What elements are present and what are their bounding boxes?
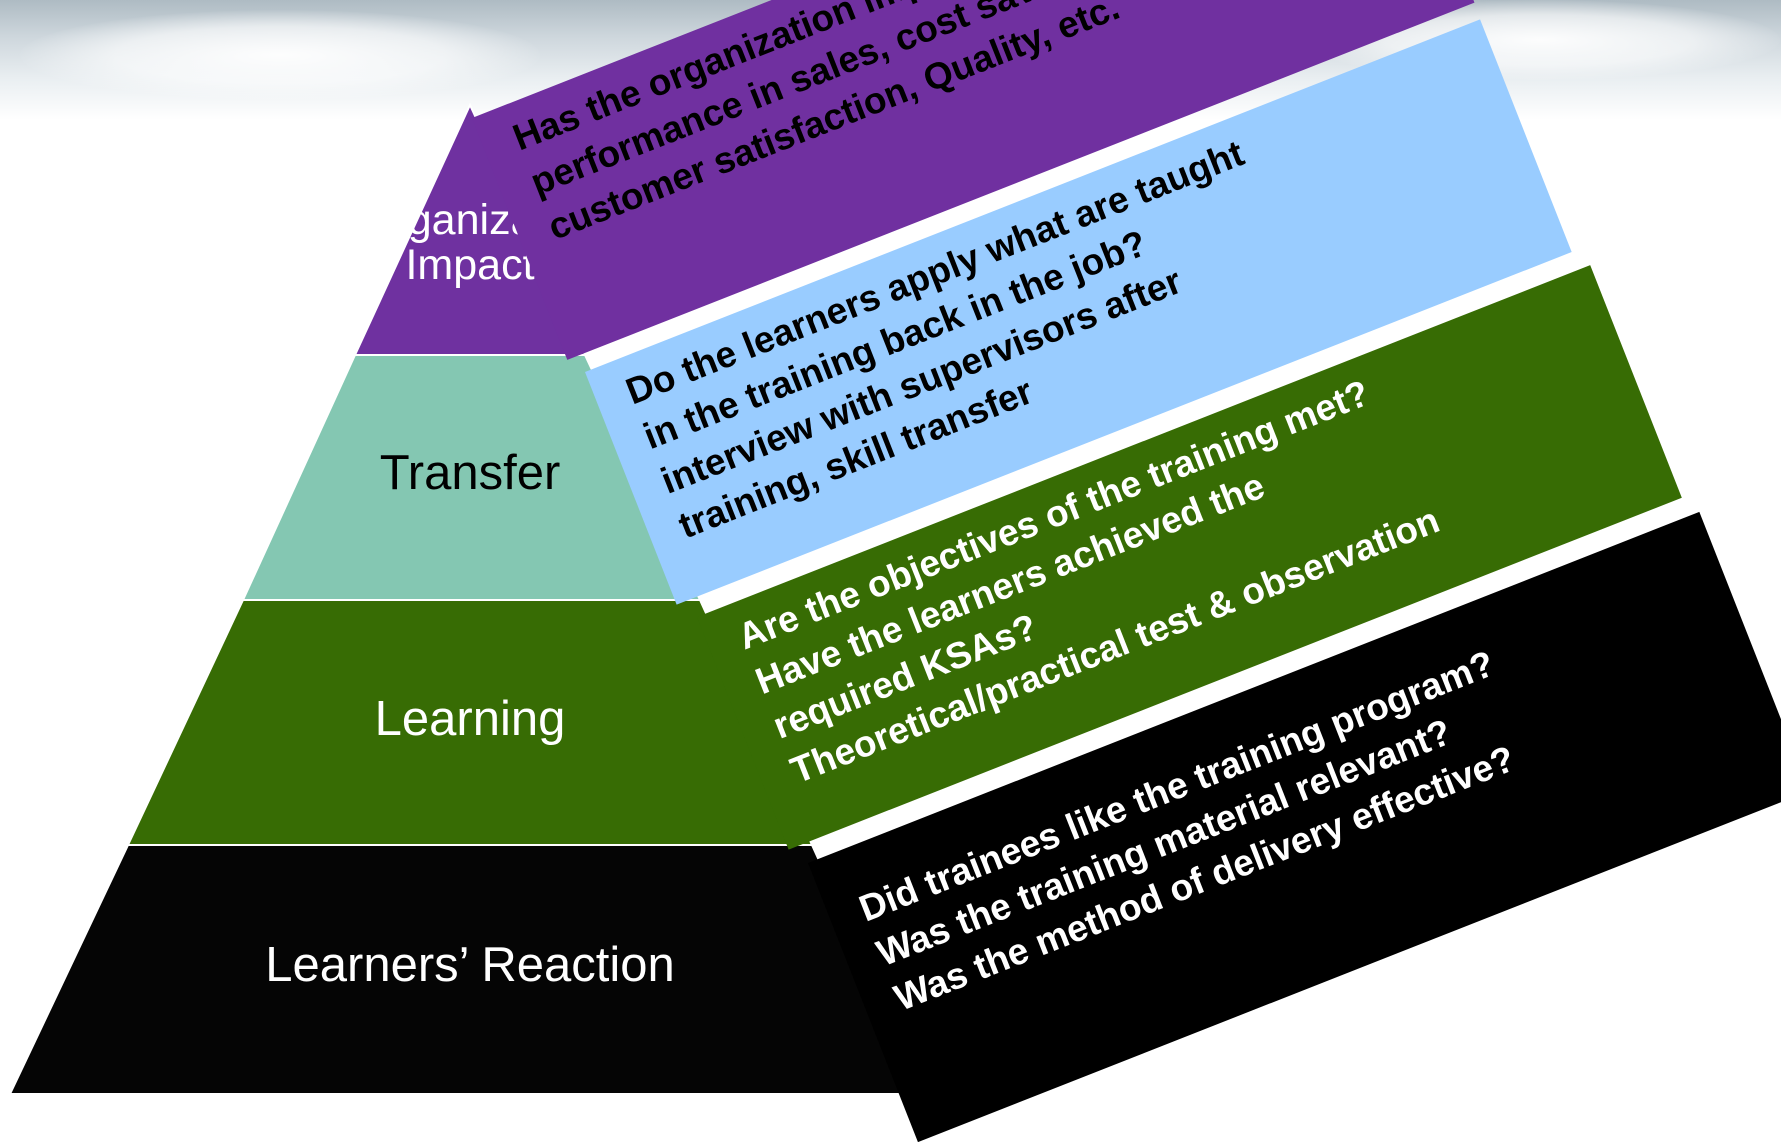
pyramid-diagram [8, 105, 927, 1094]
tier-label-learning: Learning [374, 692, 566, 746]
tier-label-transfer: Transfer [379, 446, 561, 500]
pyramid-tier-learners-reaction [8, 844, 927, 1094]
cloud-shape [20, 10, 540, 100]
tier-label-learners-reaction: Learners’ Reaction [265, 938, 675, 992]
